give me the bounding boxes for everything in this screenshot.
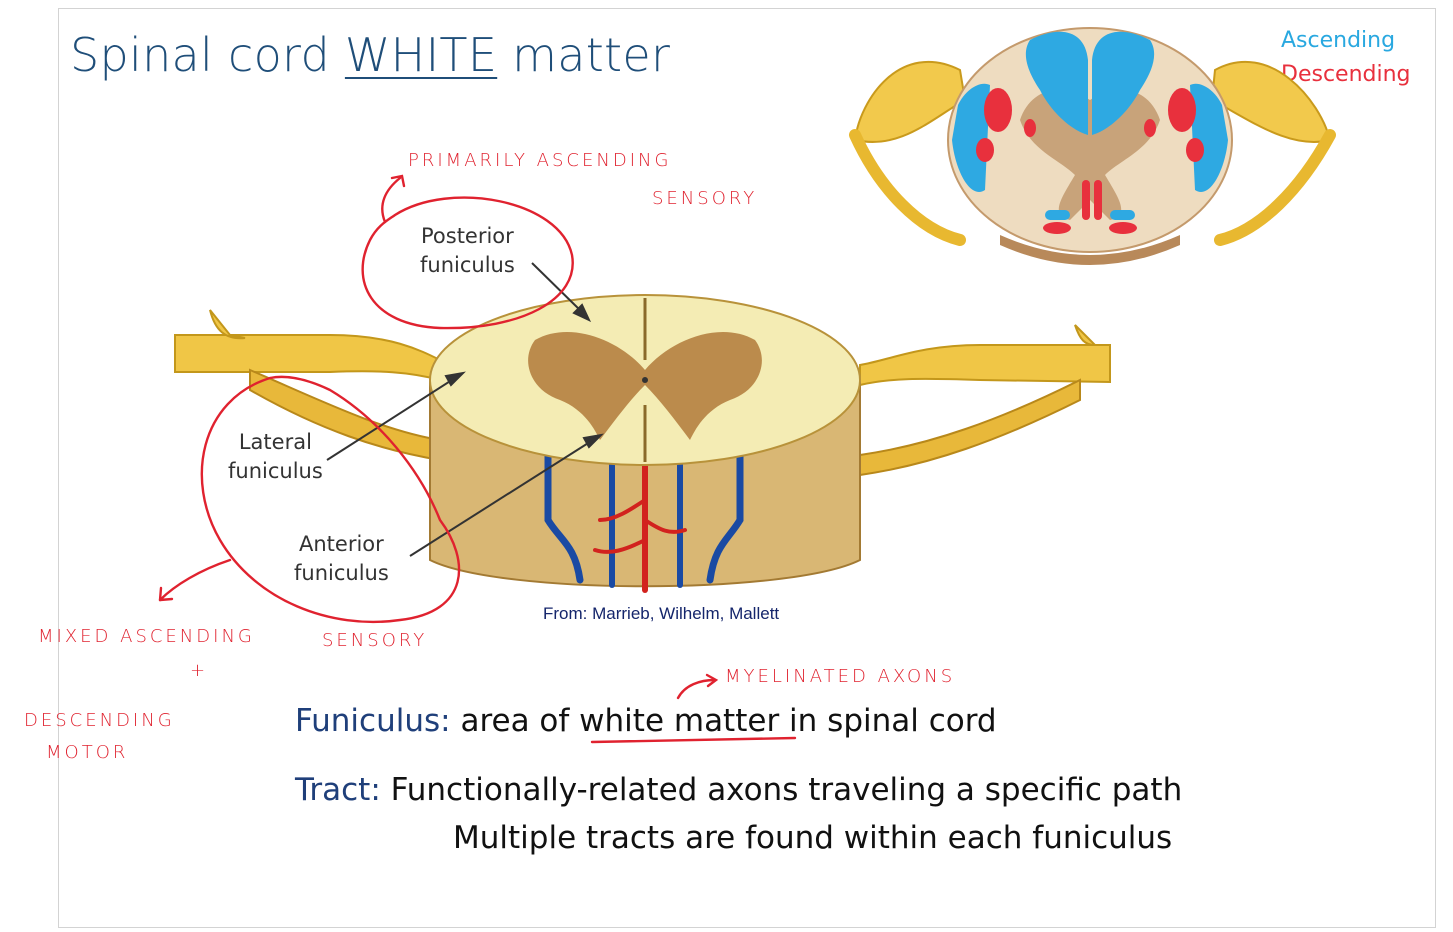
posterior-circle [361,196,574,330]
note-sensory-top: SENSORY [652,188,758,209]
posterior-arrow [381,176,402,224]
note-descending: DESCENDING [24,710,175,731]
note-motor: MOTOR [46,742,129,763]
note-mixed-ascending: MIXED ASCENDING [38,626,255,647]
slide-title: Spinal cord WHITE matter [70,28,671,82]
small-gray-matter [1020,89,1160,220]
tract-definition-line2: Multiple tracts are found within each fu… [453,820,1173,856]
note-plus: + [190,660,209,681]
nerve-roots-small [849,61,1336,246]
note-myelinated-axons: MYELINATED AXONS [725,666,956,687]
blood-vessels [544,451,744,593]
funiculus-definition: Funiculus: area of white matter in spina… [295,703,997,739]
descending-tracts [976,88,1204,234]
lateral-anterior-circle [200,375,461,624]
myelinated-arrow [676,678,717,700]
image-source-credit: From: Marrieb, Wilhelm, Mallett [543,604,780,623]
legend-ascending: Ascending [1281,28,1396,53]
note-sensory-bottom: SENSORY [322,630,428,651]
bottom-arrow [158,558,232,602]
callout-arrows [326,262,604,557]
cord-gray-matter [528,331,762,440]
legend-descending: Descending [1281,62,1411,87]
note-primarily-ascending: PRIMARILY ASCENDING [408,150,672,171]
ascending-tracts [952,31,1228,220]
nerve-left [174,309,441,462]
white-matter-underline [590,736,797,744]
tract-definition: Tract: Functionally-related axons travel… [295,772,1183,808]
